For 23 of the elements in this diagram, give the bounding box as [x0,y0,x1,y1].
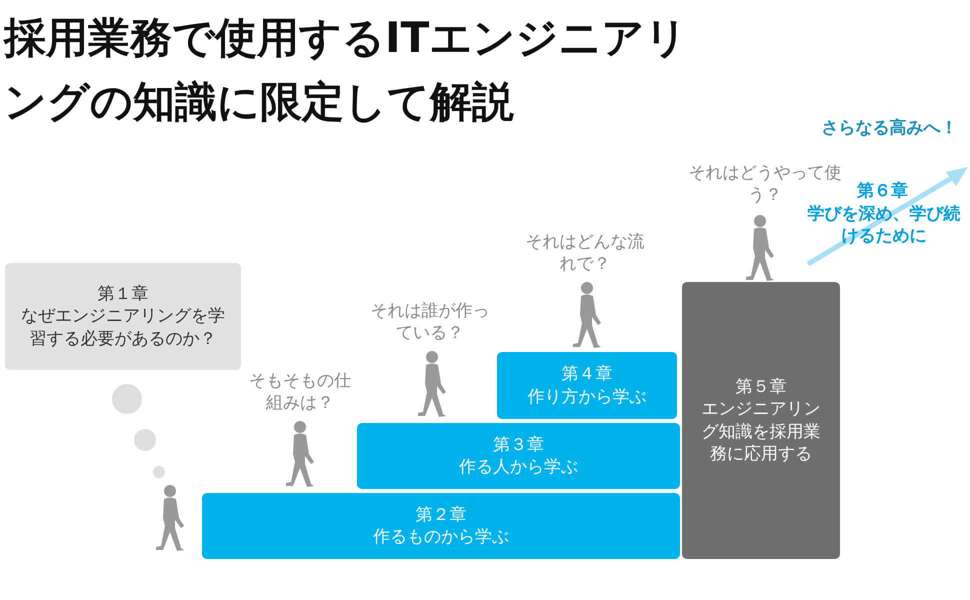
chapter-box [682,282,840,559]
chapter-title: エンジニアリング知識を採用業務に応用する [700,398,822,465]
chapter-box [497,352,677,419]
question-text: それは誰が作っている？ [370,300,490,344]
chapter-number: 第３章 [493,434,544,456]
question-text: それはどうやって使う？ [688,162,842,206]
chapter-box [202,493,680,559]
chapter-number: 第５章 [736,376,786,398]
chapter-title: 作り方から学ぶ [528,386,646,408]
title: 採用業務で使用するITエンジニアリングの知識に限定して解説 [4,12,688,128]
chapter-title: なぜエンジニアリングを学習する必要があるのか？ [20,305,226,350]
chapter-number: 第１章 [98,283,148,306]
chapter-number: 第６章 [856,180,909,202]
chapter-number: 第４章 [562,363,612,386]
chapter-box [5,263,241,370]
chapter-title: 作る人から学ぶ [459,456,578,478]
chapter-box [357,423,680,489]
chapter-number: 第２章 [416,504,466,526]
question-text: それはどんな流れで？ [524,231,646,276]
chapter-title: 学びを深め、学び続けるために [806,203,962,248]
question-text: そもそもの仕組みは？ [248,370,352,414]
chapter-title: 作るものから学ぶ [373,526,509,548]
tagline: さらなる高みへ！ [820,117,958,140]
